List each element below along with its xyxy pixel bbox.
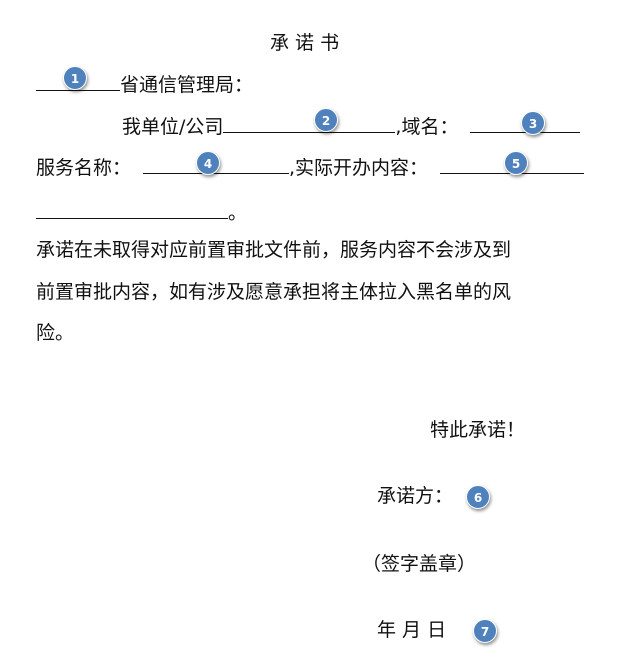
paragraph-line: 承诺在未取得对应前置审批文件前，服务内容不会涉及到	[36, 239, 512, 261]
sign-seal-label: （签字盖章）	[362, 553, 477, 575]
badge-5: 5	[504, 151, 528, 175]
date-label: 年 月 日	[377, 619, 447, 641]
province-label: 省通信管理局：	[120, 74, 254, 96]
company-label: 我单位/公司	[122, 116, 224, 138]
domain-label: ,域名：	[395, 116, 459, 138]
blank-content-continued[interactable]	[36, 200, 228, 219]
blank-province[interactable]	[36, 72, 120, 91]
badge-1: 1	[63, 66, 87, 90]
document-title: 承 诺 书	[270, 32, 340, 54]
badge-4: 4	[196, 151, 220, 175]
period: 。	[228, 202, 248, 224]
line-company: 我单位/公司 ,域名：	[122, 114, 581, 139]
badge-7: 7	[473, 619, 497, 643]
badge-3: 3	[521, 111, 545, 135]
paragraph-line: 前置审批内容，如有涉及愿意承担将主体拉入黑名单的风	[36, 281, 512, 303]
promisor-label: 承诺方：	[377, 485, 454, 507]
line-continuation: 。	[36, 200, 247, 225]
paragraph-line: 险。	[36, 322, 75, 344]
badge-6: 6	[466, 485, 490, 509]
line-province: 省通信管理局：	[36, 72, 253, 97]
line-service: 服务名称： ,实际开办内容：	[36, 155, 585, 180]
closing-text: 特此承诺！	[430, 419, 526, 441]
content-label: ,实际开办内容：	[289, 157, 429, 179]
blank-service[interactable]	[143, 155, 290, 174]
service-label: 服务名称：	[36, 157, 132, 179]
blank-company[interactable]	[223, 114, 396, 133]
badge-2: 2	[314, 108, 338, 132]
